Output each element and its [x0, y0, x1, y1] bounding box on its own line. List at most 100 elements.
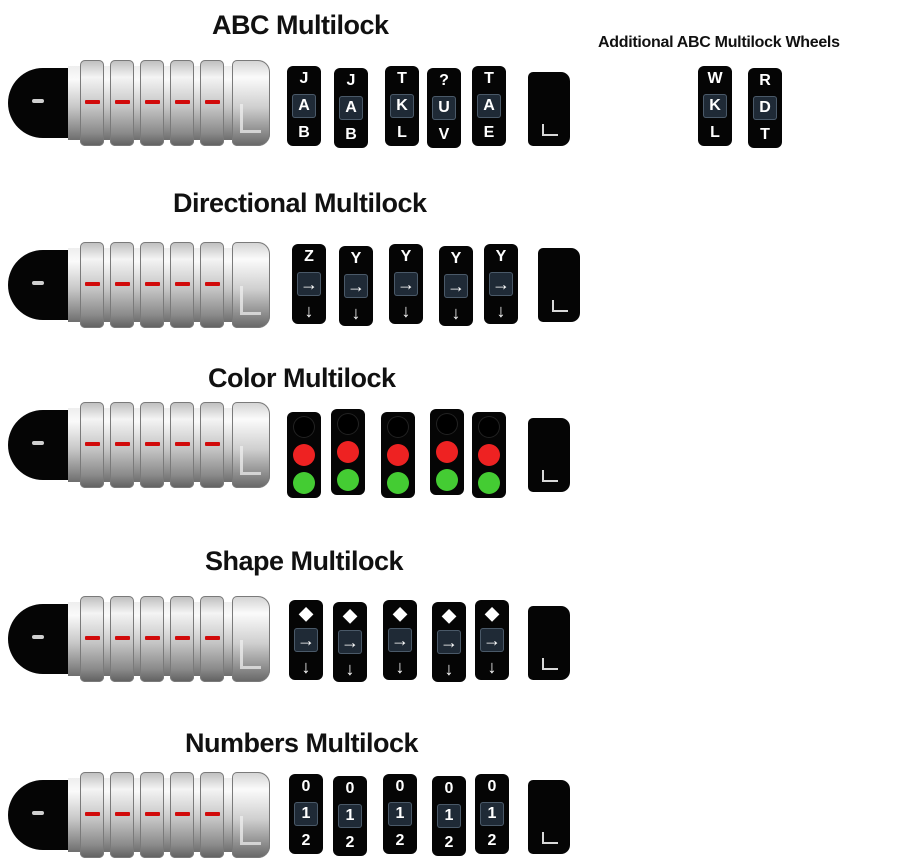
arrow-right-icon: → — [480, 628, 504, 652]
lock-code-mark — [205, 636, 220, 640]
shape-wheel[interactable]: ◆→↓ — [333, 602, 367, 682]
directional-wheel[interactable]: Y→↓ — [389, 244, 423, 324]
lock-code-mark — [145, 282, 160, 286]
arrow-down-icon: ↓ — [304, 301, 314, 321]
diamond-icon: ◆ — [485, 603, 499, 623]
additional-wheel-symbol: W — [707, 70, 723, 87]
lock-code-mark — [85, 282, 100, 286]
lock-code-mark — [85, 442, 100, 446]
numbers-wheel-symbol: 0 — [487, 778, 497, 795]
numbers-wheel-symbol: 0 — [444, 780, 454, 797]
directional-latch-icon — [538, 248, 580, 322]
lock-hook — [240, 816, 261, 845]
lock-code-mark — [205, 282, 220, 286]
shape-wheel[interactable]: ◆→↓ — [432, 602, 466, 682]
latch-hook — [542, 470, 558, 482]
color-wheel[interactable] — [331, 409, 365, 495]
color-wheel[interactable] — [430, 409, 464, 495]
lock-code-mark — [85, 636, 100, 640]
lock-code-mark — [115, 812, 130, 816]
numbers-wheel-symbol: 2 — [395, 832, 405, 849]
numbers-latch-icon — [528, 780, 570, 854]
color-dot — [436, 413, 458, 435]
lock-code-mark — [85, 812, 100, 816]
color-wheel[interactable] — [472, 412, 506, 498]
lock-code-mark — [175, 636, 190, 640]
abc-wheel-symbol: T — [397, 70, 407, 87]
color-dot — [387, 472, 409, 494]
numbers-wheel-symbol: 0 — [345, 780, 355, 797]
abc-wheel-symbol: K — [390, 94, 414, 118]
shape-wheel[interactable]: ◆→↓ — [289, 600, 323, 680]
lock-slot — [32, 811, 44, 815]
numbers-wheel-symbol: 1 — [480, 802, 504, 826]
shape-wheel[interactable]: ◆→↓ — [383, 600, 417, 680]
directional-wheel[interactable]: Z→↓ — [292, 244, 326, 324]
additional-wheel-symbol: K — [703, 94, 727, 118]
arrow-down-icon: ↓ — [401, 301, 411, 321]
arrow-down-icon: ↓ — [345, 659, 355, 679]
color-dot — [337, 469, 359, 491]
abc-wheel-symbol: B — [345, 126, 357, 143]
color-dot — [293, 472, 315, 494]
arrow-right-icon: → — [338, 630, 362, 654]
directional-wheel[interactable]: Y→↓ — [339, 246, 373, 326]
color-lock-icon — [8, 402, 270, 488]
color-dot — [478, 444, 500, 466]
abc-wheel-symbol: V — [438, 126, 450, 143]
lock-code-mark — [205, 442, 220, 446]
lock-end — [232, 596, 270, 682]
numbers-wheel[interactable]: 0 1 2 — [475, 774, 509, 854]
diamond-icon: ◆ — [299, 603, 313, 623]
arrow-down-icon: ↓ — [496, 301, 506, 321]
latch-hook — [552, 300, 568, 312]
lock-hook — [240, 286, 261, 315]
lock-code-mark — [145, 100, 160, 104]
numbers-wheel-symbol: 1 — [437, 804, 461, 828]
numbers-wheel-symbol: 0 — [395, 778, 405, 795]
directional-lock-icon — [8, 242, 270, 328]
abc-wheel-symbol: B — [298, 124, 310, 141]
color-title: Color Multilock — [208, 363, 396, 393]
additional-wheel-symbol: D — [753, 96, 777, 120]
color-latch-icon — [528, 418, 570, 492]
lock-code-mark — [115, 100, 130, 104]
shape-wheel[interactable]: ◆ → ↓ — [475, 600, 509, 680]
color-dot — [293, 416, 315, 438]
numbers-title: Numbers Multilock — [185, 728, 419, 758]
lock-code-mark — [115, 282, 130, 286]
additional-wheel-symbol: R — [759, 72, 771, 89]
numbers-wheel-symbol: 2 — [487, 832, 497, 849]
abc-wheel-symbol: ? — [439, 72, 449, 89]
shape-latch-icon — [528, 606, 570, 680]
arrow-down-icon: ↓ — [487, 657, 497, 677]
abc-wheel-symbol: E — [483, 124, 495, 141]
arrow-right-icon: → — [437, 630, 461, 654]
arrow-right-icon: → — [388, 628, 412, 652]
color-dot — [293, 444, 315, 466]
lock-end — [232, 402, 270, 488]
color-wheel[interactable] — [287, 412, 321, 498]
color-wheel[interactable] — [381, 412, 415, 498]
abc-wheel-symbol: T — [484, 70, 494, 87]
shape-title: Shape Multilock — [205, 546, 404, 576]
color-dot — [337, 413, 359, 435]
directional-wheel[interactable]: Y→↓ — [439, 246, 473, 326]
directional-wheel[interactable]: Y→↓ — [484, 244, 518, 324]
lock-slot — [32, 441, 44, 445]
color-dot — [337, 441, 359, 463]
additional-wheels-title: Additional ABC Multilock Wheels — [598, 34, 840, 51]
lock-hook — [240, 104, 261, 133]
lock-end — [232, 242, 270, 328]
